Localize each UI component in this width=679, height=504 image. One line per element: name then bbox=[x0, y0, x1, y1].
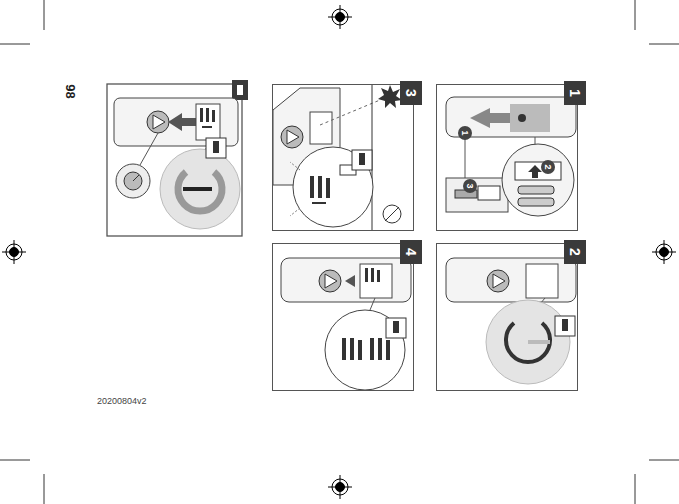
step-panel: 1 bbox=[436, 84, 578, 231]
callout-text: 3 bbox=[465, 183, 475, 188]
step-number: 1 bbox=[567, 89, 583, 97]
step-number: 2 bbox=[567, 248, 583, 256]
callout-number: 2 bbox=[541, 160, 555, 174]
version-code: 20200804v2 bbox=[97, 396, 147, 406]
step-number: 3 bbox=[403, 89, 419, 97]
step-number-badge: 4 bbox=[400, 240, 422, 264]
step-number-badge: 1 bbox=[564, 81, 586, 105]
page-number: 98 bbox=[63, 84, 78, 98]
step-number: 4 bbox=[403, 248, 419, 256]
callout-number: 1 bbox=[458, 126, 472, 140]
step-panel: 4 bbox=[272, 243, 414, 391]
callout-text: 1 bbox=[460, 130, 470, 135]
step-number-badge: 3 bbox=[400, 81, 422, 105]
step-number-badge: 2 bbox=[564, 240, 586, 264]
step-panel: 3 bbox=[272, 84, 414, 231]
callout-text: 2 bbox=[543, 164, 553, 169]
step-panel: 2 bbox=[436, 243, 578, 391]
callout-number: 3 bbox=[463, 179, 477, 193]
